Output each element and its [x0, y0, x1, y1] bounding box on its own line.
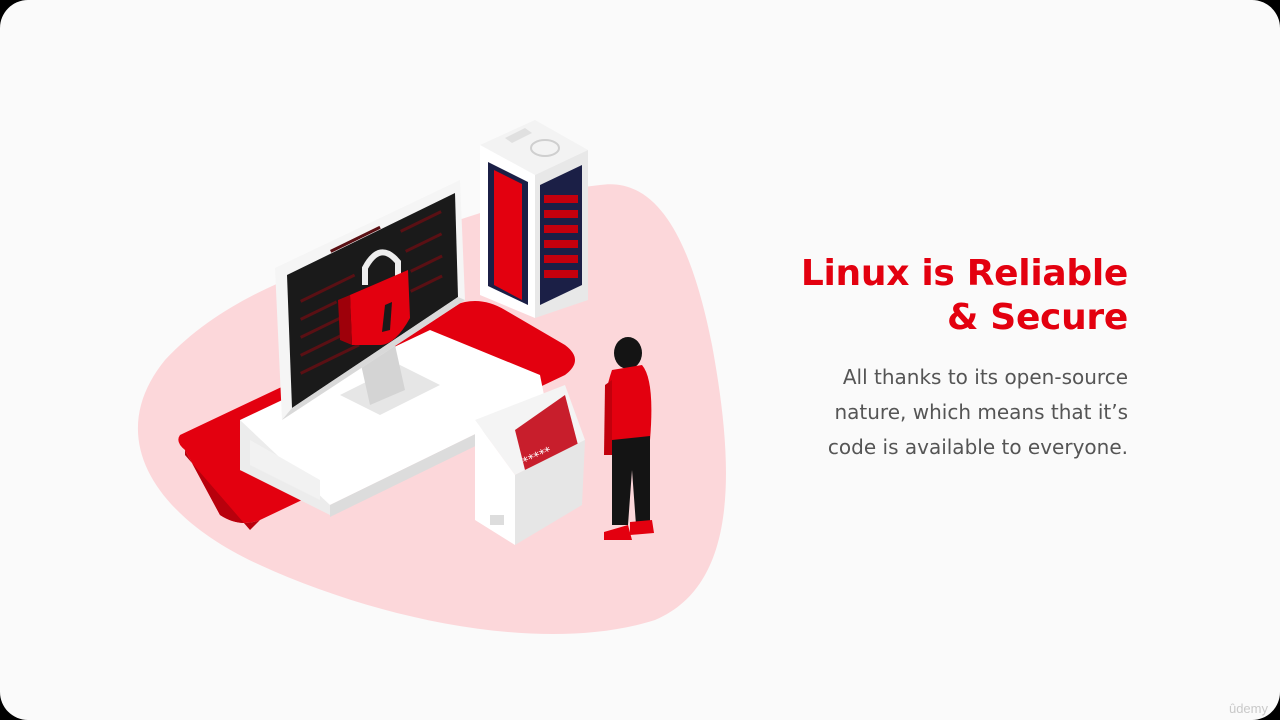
title-line-1: Linux is Reliable: [800, 253, 1128, 294]
password-kiosk-icon: *****: [475, 385, 585, 545]
server-rack-icon: [480, 120, 588, 318]
person-figure: [604, 337, 654, 540]
title-line-2: & Secure: [946, 297, 1128, 338]
body-line-3: code is available to everyone.: [827, 435, 1128, 459]
slide-title: Linux is Reliable & Secure: [668, 252, 1128, 340]
slide-text-block: Linux is Reliable & Secure All thanks to…: [668, 252, 1128, 465]
body-line-2: nature, which means that it’s: [834, 400, 1128, 424]
slide-body-text: All thanks to its open-source nature, wh…: [668, 360, 1128, 465]
padlock-icon: [338, 249, 410, 345]
udemy-watermark: ûdemy: [1228, 701, 1268, 716]
body-line-1: All thanks to its open-source: [842, 365, 1128, 389]
